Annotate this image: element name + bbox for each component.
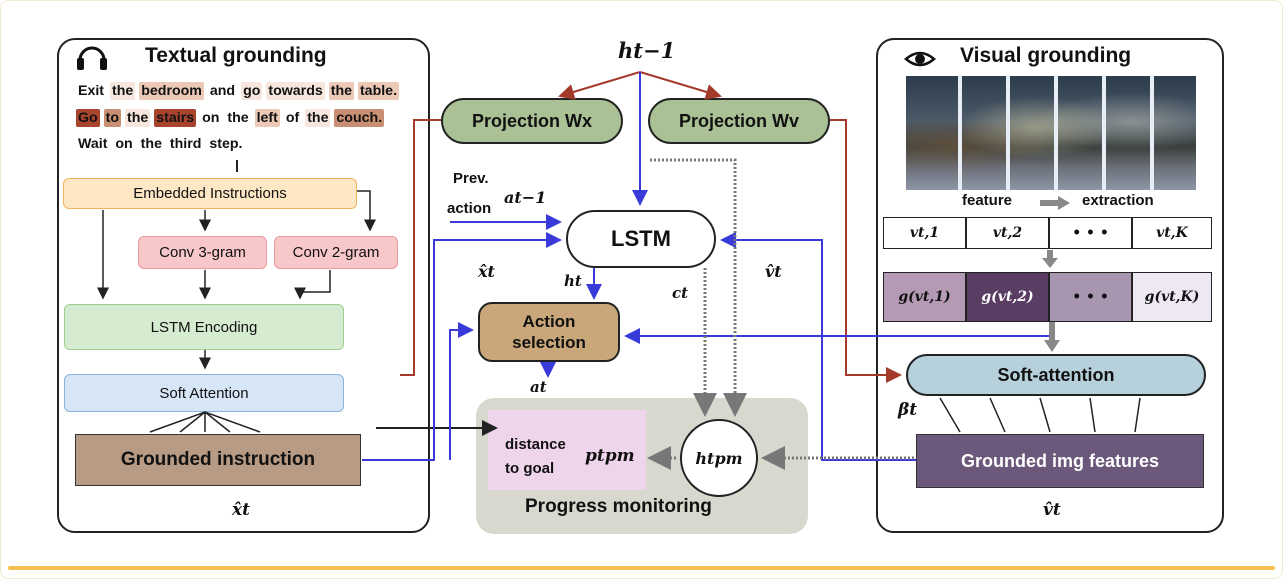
action-selection-label-2: selection <box>512 333 586 352</box>
visual-grounding-title: Visual grounding <box>960 44 1132 67</box>
instruction-word: the <box>109 82 136 100</box>
conv2-to-lstmenc <box>294 270 331 300</box>
soft-attention-box: Soft Attention <box>64 374 344 412</box>
instruction-word: on <box>115 136 133 152</box>
instruction-word: the <box>328 82 354 100</box>
h-t-label: ht <box>564 272 582 290</box>
hprev-to-projv <box>639 71 722 100</box>
instruction-word: the <box>227 109 249 126</box>
attention-cell: g(vt,2) <box>966 272 1049 322</box>
hprev-to-hpm <box>650 158 747 417</box>
h-pm-text: htpm <box>695 448 743 468</box>
p-pm-label: ptpm <box>585 446 635 466</box>
instruction-word: stairs <box>154 108 197 127</box>
instruction-word: Wait <box>78 136 108 152</box>
embedded-instructions-box: Embedded Instructions <box>63 178 357 209</box>
feature-label: feature <box>962 192 1013 209</box>
instruction-word: the <box>140 136 162 152</box>
v-hat-label: v̂t <box>765 262 782 281</box>
progress-monitoring-label: Progress monitoring <box>525 496 712 517</box>
h-prev-label: ht−1 <box>618 38 676 63</box>
distance-label-2: to goal <box>505 460 555 477</box>
soft-attention-visual-box: Soft-attention <box>906 354 1206 396</box>
instruction-word: the <box>305 108 331 127</box>
softatt-to-projx <box>400 119 441 376</box>
projection-wx-box: Projection Wx <box>441 98 623 144</box>
instruction-word: Go <box>76 108 100 127</box>
lstm-box: LSTM <box>566 210 716 268</box>
instruction-word: to <box>103 108 122 127</box>
instruction-word: step. <box>209 136 243 152</box>
feature-cell: vt,1 <box>883 217 966 249</box>
attention-cell: g(vt,1) <box>883 272 966 322</box>
hprev-to-projx <box>558 71 641 100</box>
instruction-word: the <box>125 108 151 127</box>
x-hat-label: x̂t <box>478 262 495 281</box>
instruction-word: table. <box>357 82 400 100</box>
grounded-instruction-box: Grounded instruction <box>75 434 361 486</box>
action-selection-box: Action selection <box>478 302 620 362</box>
feature-cell: vt,K <box>1132 217 1212 249</box>
instruction-word: towards <box>266 82 325 100</box>
feature-cell: vt,2 <box>966 217 1049 249</box>
attention-cell: g(vt,K) <box>1132 272 1212 322</box>
a-t-label: at <box>530 378 547 396</box>
distance-label-1: distance <box>505 436 566 453</box>
a-prev-label: at−1 <box>504 188 547 207</box>
conv-2gram-box: Conv 2-gram <box>274 236 398 269</box>
v-hat-footer: v̂t <box>1043 500 1061 520</box>
prev-action-label-1: Prev. <box>453 170 489 187</box>
prev-action-label-2: action <box>447 200 492 217</box>
projection-wx-label: Projection Wx <box>471 110 592 131</box>
extraction-label: extraction <box>1082 192 1154 209</box>
embed-to-conv2 <box>357 190 376 232</box>
grounded-img-features-box: Grounded img features <box>916 434 1204 488</box>
conv-3gram-box: Conv 3-gram <box>138 236 267 269</box>
attention-cell: • • • <box>1049 272 1132 322</box>
beta-label: βt <box>898 400 918 420</box>
instruction-word: left <box>254 108 280 127</box>
lstm-encoding-box: LSTM Encoding <box>64 304 344 350</box>
instruction-word: go <box>241 82 263 100</box>
instruction-word: and <box>209 83 236 99</box>
visual-softatt-fan <box>939 397 1141 433</box>
instruction-word: on <box>202 109 220 126</box>
c-t-label: ct <box>672 284 689 302</box>
x-hat-footer: x̂t <box>232 500 250 520</box>
instruction-word: Exit <box>78 83 105 99</box>
projection-wv-box: Projection Wv <box>648 98 830 144</box>
gold-underline <box>8 566 1275 570</box>
instruction-word: bedroom <box>139 82 204 100</box>
distance-to-goal-box <box>488 410 646 490</box>
h-pm-circle: htpm <box>680 419 758 497</box>
vhat-to-lstm <box>720 232 916 461</box>
feature-cell: • • • <box>1049 217 1132 249</box>
instruction-word: of <box>285 109 300 126</box>
projection-wv-label: Projection Wv <box>678 110 799 131</box>
panorama-image <box>906 76 1196 190</box>
instruction-text: Exit the bedroom and go towards the tabl… <box>76 78 408 158</box>
projv-to-softatt <box>830 119 902 383</box>
instruction-word: couch. <box>334 108 385 127</box>
softatt-fan <box>149 411 261 433</box>
action-selection-label-1: Action <box>522 312 576 331</box>
textual-grounding-title: Textual grounding <box>145 44 327 67</box>
xhat-to-lstm <box>362 232 562 461</box>
xhat-to-action <box>449 322 474 460</box>
instruction-word: third <box>169 136 202 152</box>
p-pm-text: ptpm <box>585 446 635 466</box>
